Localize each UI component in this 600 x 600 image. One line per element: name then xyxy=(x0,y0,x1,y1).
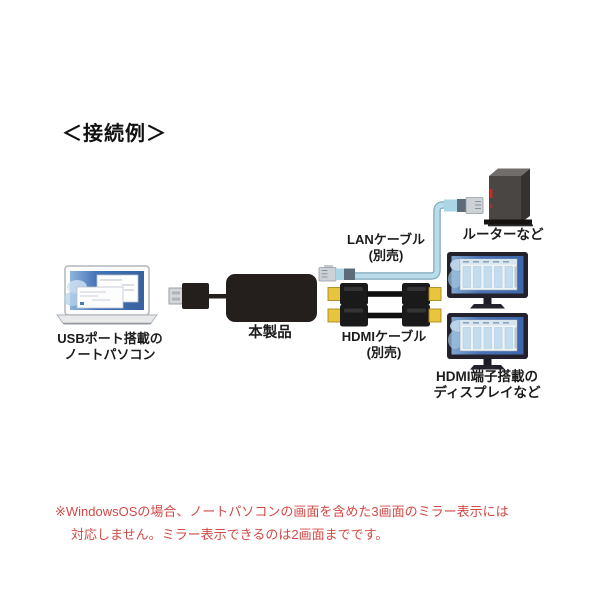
mirror-display-note-line1: ※WindowsOSの場合、ノートパソコンの画面を含めた3画面のミラー表示には xyxy=(55,504,509,519)
router-label: ルーターなど xyxy=(462,227,544,242)
display-label: HDMI端子搭載の ディスプレイなど xyxy=(433,369,540,400)
usb-connector xyxy=(168,283,228,309)
hdmi-cable-label-line2: (別売) xyxy=(366,344,402,360)
lan-plug-hub-icon xyxy=(318,265,355,282)
hdmi-cable-2-illustration xyxy=(327,304,442,327)
mirror-display-note: ※WindowsOSの場合、ノートパソコンの画面を含めた3画面のミラー表示には … xyxy=(55,500,515,546)
hdmi-cable-label: HDMIケーブル (別売) xyxy=(342,329,426,360)
lan-cable-illustration xyxy=(318,197,484,282)
lan-plug-router-icon xyxy=(444,197,484,214)
monitor-2-illustration xyxy=(446,312,529,371)
router-illustration xyxy=(484,168,533,227)
laptop-label-line1: USBポート搭載の xyxy=(57,331,163,346)
monitor-1-illustration xyxy=(446,251,529,310)
mirror-display-note-line2: 対応しません。ミラー表示できるのは2画面までです。 xyxy=(71,527,389,542)
laptop-label: USBポート搭載の ノートパソコン xyxy=(57,331,162,362)
hdmi-cable-label-line1: HDMIケーブル xyxy=(341,329,427,344)
lan-cable-label-line2: (別売) xyxy=(368,247,404,263)
laptop-illustration xyxy=(56,265,158,325)
display-label-line2: ディスプレイなど xyxy=(433,384,541,400)
lan-cable-label-line1: LANケーブル xyxy=(347,232,425,247)
laptop-label-line2: ノートパソコン xyxy=(64,346,156,362)
hdmi-cable-1-illustration xyxy=(327,282,442,306)
page-title: ＜接続例＞ xyxy=(62,123,167,145)
product-device xyxy=(226,274,317,322)
display-label-line1: HDMI端子搭載の xyxy=(436,369,538,384)
product-label: 本製品 xyxy=(248,325,292,341)
lan-cable-label: LANケーブル (別売) xyxy=(347,232,425,263)
